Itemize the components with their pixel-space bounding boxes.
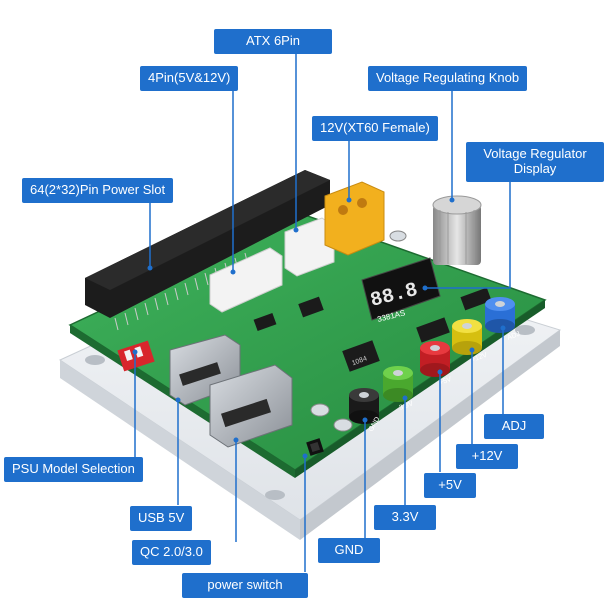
xt60-connector: [325, 182, 384, 255]
standoff: [85, 355, 105, 365]
label-gnd: GND: [318, 538, 380, 563]
post-adj: [485, 297, 515, 333]
standoff: [265, 490, 285, 500]
label-5v: +5V: [424, 473, 476, 498]
label-psu-model: PSU Model Selection: [4, 457, 143, 482]
label-knob: Voltage Regulating Knob: [368, 66, 527, 91]
label-usb-5v: USB 5V: [130, 506, 192, 531]
label-qc: QC 2.0/3.0: [132, 540, 211, 565]
label-atx-6pin: ATX 6Pin: [214, 29, 332, 54]
post-3v3: [383, 366, 413, 402]
post-12v: [452, 319, 482, 355]
label-power-slot: 64(2*32)Pin Power Slot: [22, 178, 173, 203]
label-power-switch: power switch: [182, 573, 308, 598]
post-5v: [420, 341, 450, 377]
label-12v: +12V: [456, 444, 518, 469]
label-adj: ADJ: [484, 414, 544, 439]
label-display: Voltage Regulator Display: [466, 142, 604, 182]
label-3v3: 3.3V: [374, 505, 436, 530]
label-4pin: 4Pin(5V&12V): [140, 66, 238, 91]
label-xt60: 12V(XT60 Female): [312, 116, 438, 141]
